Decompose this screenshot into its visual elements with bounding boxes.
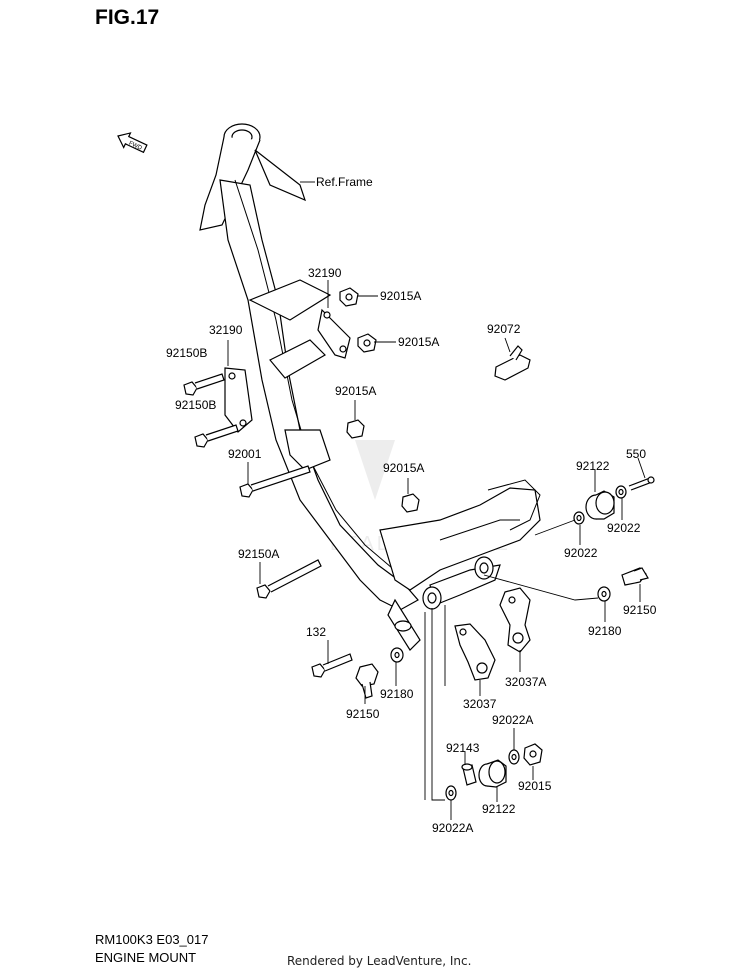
- bolt-92150-left: [355, 663, 379, 699]
- label-92150-right: 92150: [623, 603, 657, 617]
- washer-92022A-lower: [445, 785, 457, 801]
- engine-hanger-plate-lower: [224, 367, 253, 433]
- nut-92015A-2: [357, 333, 377, 353]
- label-92180-right: 92180: [588, 624, 622, 638]
- label-92150A: 92150A: [238, 547, 279, 561]
- label-92143: 92143: [446, 741, 480, 755]
- label-92150B-2: 92150B: [175, 398, 216, 412]
- engine-hanger-plate-upper: [317, 308, 351, 359]
- label-550: 550: [626, 447, 646, 461]
- bolt-92001: [239, 465, 311, 498]
- bolt-92150-right: [621, 567, 649, 586]
- label-32190-lower: 32190: [209, 323, 243, 337]
- label-32190-upper: 32190: [308, 266, 342, 280]
- collar-92122-bottom: [478, 759, 507, 788]
- footer-model-code: RM100K3 E03_017: [95, 932, 209, 947]
- nut-92015A-1: [339, 287, 359, 307]
- rendered-by-credit: Rendered by LeadVenture, Inc.: [287, 954, 472, 968]
- label-92072: 92072: [487, 322, 521, 336]
- forward-arrow-icon: FWD: [117, 132, 148, 154]
- label-92022A-2: 92022A: [432, 821, 473, 835]
- clamp-92072: [494, 345, 531, 381]
- label-92022A-1: 92022A: [492, 713, 533, 727]
- bracket-32037: [454, 623, 496, 681]
- bolt-132: [311, 653, 353, 678]
- label-92180-left: 92180: [380, 687, 414, 701]
- nut-92015: [523, 743, 543, 766]
- label-32037: 32037: [463, 697, 497, 711]
- label-ref-frame: Ref.Frame: [316, 175, 373, 189]
- collar-92122-right: [585, 490, 615, 520]
- frame-illustration: [199, 123, 541, 651]
- washer-92022A-upper: [508, 749, 520, 765]
- cotter-pin-550: [628, 476, 655, 491]
- washer-92180-left: [390, 647, 404, 663]
- bolt-92150B-2: [194, 424, 239, 448]
- sleeve-92143: [461, 763, 477, 786]
- label-92001: 92001: [228, 447, 262, 461]
- nut-92015A-4: [401, 493, 420, 513]
- forward-arrow-label: FWD: [128, 141, 144, 152]
- label-32037A: 32037A: [505, 675, 546, 689]
- label-92150-left: 92150: [346, 707, 380, 721]
- footer-section-name: ENGINE MOUNT: [95, 950, 197, 965]
- washer-92022-r1: [615, 485, 627, 499]
- label-92022-r2: 92022: [564, 546, 598, 560]
- bolt-92150B-1: [183, 373, 225, 396]
- leader-lines: [227, 181, 646, 820]
- bracket-32037A: [499, 587, 531, 653]
- label-92015A-3: 92015A: [335, 384, 376, 398]
- label-92122-bottom: 92122: [482, 802, 516, 816]
- label-92015A-1: 92015A: [380, 289, 421, 303]
- label-92015: 92015: [518, 779, 552, 793]
- nut-92015A-3: [346, 419, 365, 439]
- label-92022-r1: 92022: [607, 521, 641, 535]
- figure-title: FIG.17: [95, 6, 160, 29]
- washer-92022-r2: [573, 511, 585, 525]
- long-bolt-92150A: [256, 559, 322, 599]
- label-92150B-1: 92150B: [166, 346, 207, 360]
- washer-92180-right: [597, 586, 611, 602]
- label-92122-right: 92122: [576, 459, 610, 473]
- label-132: 132: [306, 625, 326, 639]
- part-labels: Ref.Frame 32190 92015A 92015A 92072 3219…: [166, 175, 657, 835]
- label-92015A-2: 92015A: [398, 335, 439, 349]
- label-92015A-4: 92015A: [383, 461, 424, 475]
